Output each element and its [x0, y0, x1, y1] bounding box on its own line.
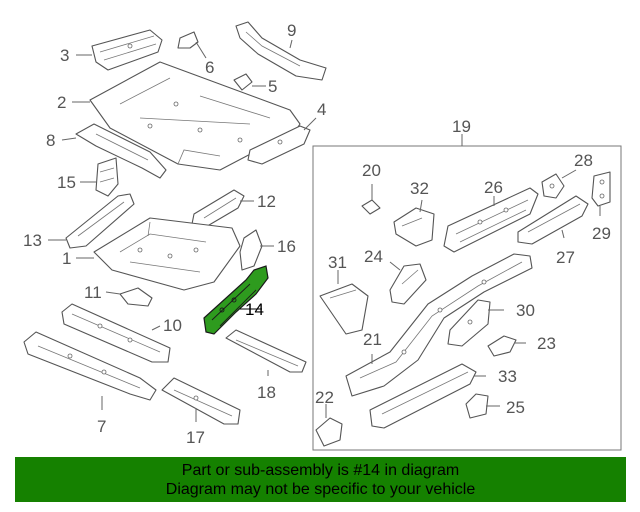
leader-6	[195, 41, 207, 59]
part-7[interactable]	[23, 331, 157, 401]
part-11[interactable]	[119, 287, 153, 307]
part-33[interactable]	[369, 363, 477, 429]
leader-4	[303, 117, 317, 131]
callout-20[interactable]: 20	[362, 161, 381, 180]
group-19-box	[312, 134, 622, 451]
leader-28	[561, 169, 577, 179]
callout-8[interactable]: 8	[46, 131, 55, 150]
callout-31[interactable]: 31	[328, 253, 347, 272]
part-25[interactable]	[465, 393, 489, 419]
leader-32	[419, 199, 423, 213]
callout-25[interactable]: 25	[506, 398, 525, 417]
part-20[interactable]	[361, 199, 381, 215]
callout-4[interactable]: 4	[317, 100, 326, 119]
floor-pan-exploded-diagram: 3 6 9 5 2 4 8 1	[23, 21, 622, 451]
info-banner: Part or sub-assembly is #14 in diagram D…	[15, 457, 626, 502]
leader-8	[61, 137, 77, 141]
callout-17[interactable]: 17	[186, 428, 205, 447]
leader-27	[561, 229, 565, 239]
callout-11[interactable]: 11	[84, 283, 102, 302]
callout-16[interactable]: 16	[277, 237, 296, 256]
callout-2[interactable]: 2	[57, 93, 66, 112]
callout-26[interactable]: 26	[484, 178, 503, 197]
part-8[interactable]	[75, 123, 167, 179]
part-30[interactable]	[447, 299, 491, 347]
part-15[interactable]	[95, 157, 119, 197]
part-28[interactable]	[541, 173, 565, 199]
callout-5[interactable]: 5	[268, 77, 277, 96]
leader-9	[289, 39, 293, 49]
callout-12[interactable]: 12	[257, 192, 276, 211]
leader-10	[151, 325, 161, 331]
callout-29[interactable]: 29	[592, 224, 611, 243]
part-10[interactable]	[61, 303, 171, 363]
part-6[interactable]	[177, 31, 199, 49]
callout-18[interactable]: 18	[257, 383, 276, 402]
leader-11	[105, 291, 121, 295]
part-4[interactable]	[247, 125, 311, 165]
callout-3[interactable]: 3	[60, 46, 69, 65]
part-9[interactable]	[235, 21, 327, 81]
banner-line-2: Diagram may not be specific to your vehi…	[165, 481, 476, 498]
part-17[interactable]	[161, 377, 241, 425]
banner-line-1: Part or sub-assembly is #14 in diagram	[181, 462, 460, 479]
part-31[interactable]	[319, 283, 369, 335]
part-22[interactable]	[315, 417, 343, 447]
part-2[interactable]	[89, 61, 301, 171]
callout-13[interactable]: 13	[23, 231, 42, 250]
part-12[interactable]	[191, 189, 245, 229]
callout-14[interactable]: 14	[245, 300, 264, 319]
part-21[interactable]	[345, 253, 533, 397]
part-1[interactable]	[93, 217, 241, 291]
part-18[interactable]	[225, 329, 307, 373]
part-13[interactable]	[65, 193, 135, 249]
part-23[interactable]	[487, 335, 517, 357]
part-3[interactable]	[91, 29, 163, 71]
callout-28[interactable]: 28	[574, 151, 593, 170]
part-26[interactable]	[443, 187, 539, 253]
part-32[interactable]	[393, 207, 435, 247]
callout-33[interactable]: 33	[498, 367, 517, 386]
callout-32[interactable]: 32	[410, 179, 429, 198]
callout-30[interactable]: 30	[516, 301, 535, 320]
part-27[interactable]	[517, 195, 589, 245]
part-16[interactable]	[239, 229, 263, 271]
part-29[interactable]	[591, 171, 611, 207]
callout-7[interactable]: 7	[97, 417, 106, 436]
callout-6[interactable]: 6	[205, 58, 214, 77]
callout-22[interactable]: 22	[315, 388, 334, 407]
part-24[interactable]	[389, 263, 427, 305]
callout-15[interactable]: 15	[57, 173, 76, 192]
callout-24[interactable]: 24	[364, 247, 383, 266]
callout-9[interactable]: 9	[287, 21, 296, 40]
part-14-highlighted[interactable]	[203, 265, 269, 335]
callout-10[interactable]: 10	[163, 316, 182, 335]
callout-23[interactable]: 23	[537, 334, 556, 353]
part-5[interactable]	[233, 73, 253, 91]
callout-1[interactable]: 1	[62, 249, 71, 268]
leader-24	[389, 261, 401, 271]
callout-27[interactable]: 27	[556, 248, 575, 267]
callout-19[interactable]: 19	[452, 117, 471, 136]
callout-21[interactable]: 21	[363, 330, 382, 349]
